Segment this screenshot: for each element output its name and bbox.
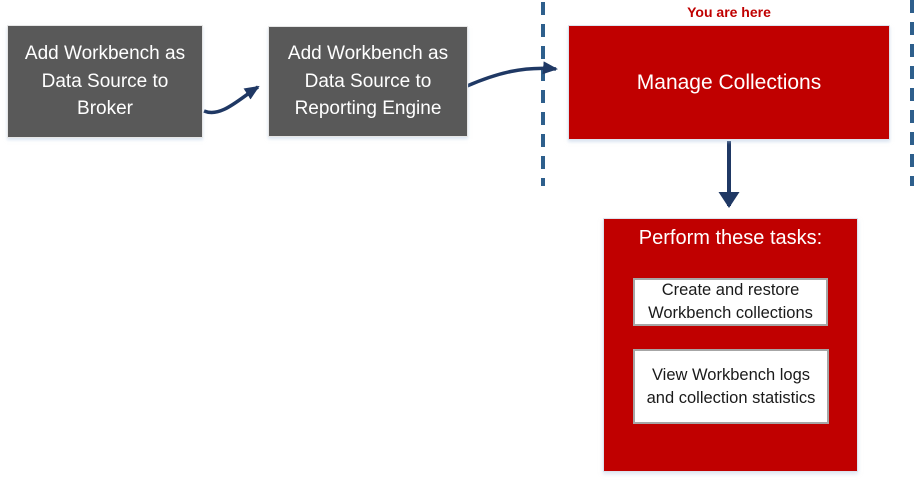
task-label: Create and restore Workbench collections — [648, 281, 813, 322]
step-label: Add Workbench as Data Source to Broker — [24, 42, 186, 120]
step-label: Add Workbench as Data Source to Reportin… — [287, 42, 449, 120]
step-label: Manage Collections — [636, 70, 822, 94]
you-are-here-label: You are here — [687, 4, 771, 20]
step-box-add-workbench-to-broker: Add Workbench as Data Source to Broker — [7, 25, 203, 138]
tasks-panel: Perform these tasks: Create and restore … — [603, 218, 858, 472]
step-box-manage-collections-current: Manage Collections — [568, 25, 890, 140]
arrow-broker-to-reporting-engine — [203, 85, 260, 115]
task-box-view-logs-statistics: View Workbench logs and collection stati… — [633, 349, 829, 424]
arrow-reporting-engine-to-manage-collections — [466, 61, 558, 88]
task-box-create-restore-collections: Create and restore Workbench collections — [633, 278, 828, 326]
step-box-add-workbench-to-reporting-engine: Add Workbench as Data Source to Reportin… — [268, 26, 468, 137]
task-label: View Workbench logs and collection stati… — [646, 365, 816, 407]
tasks-panel-title: Perform these tasks: — [638, 227, 823, 249]
